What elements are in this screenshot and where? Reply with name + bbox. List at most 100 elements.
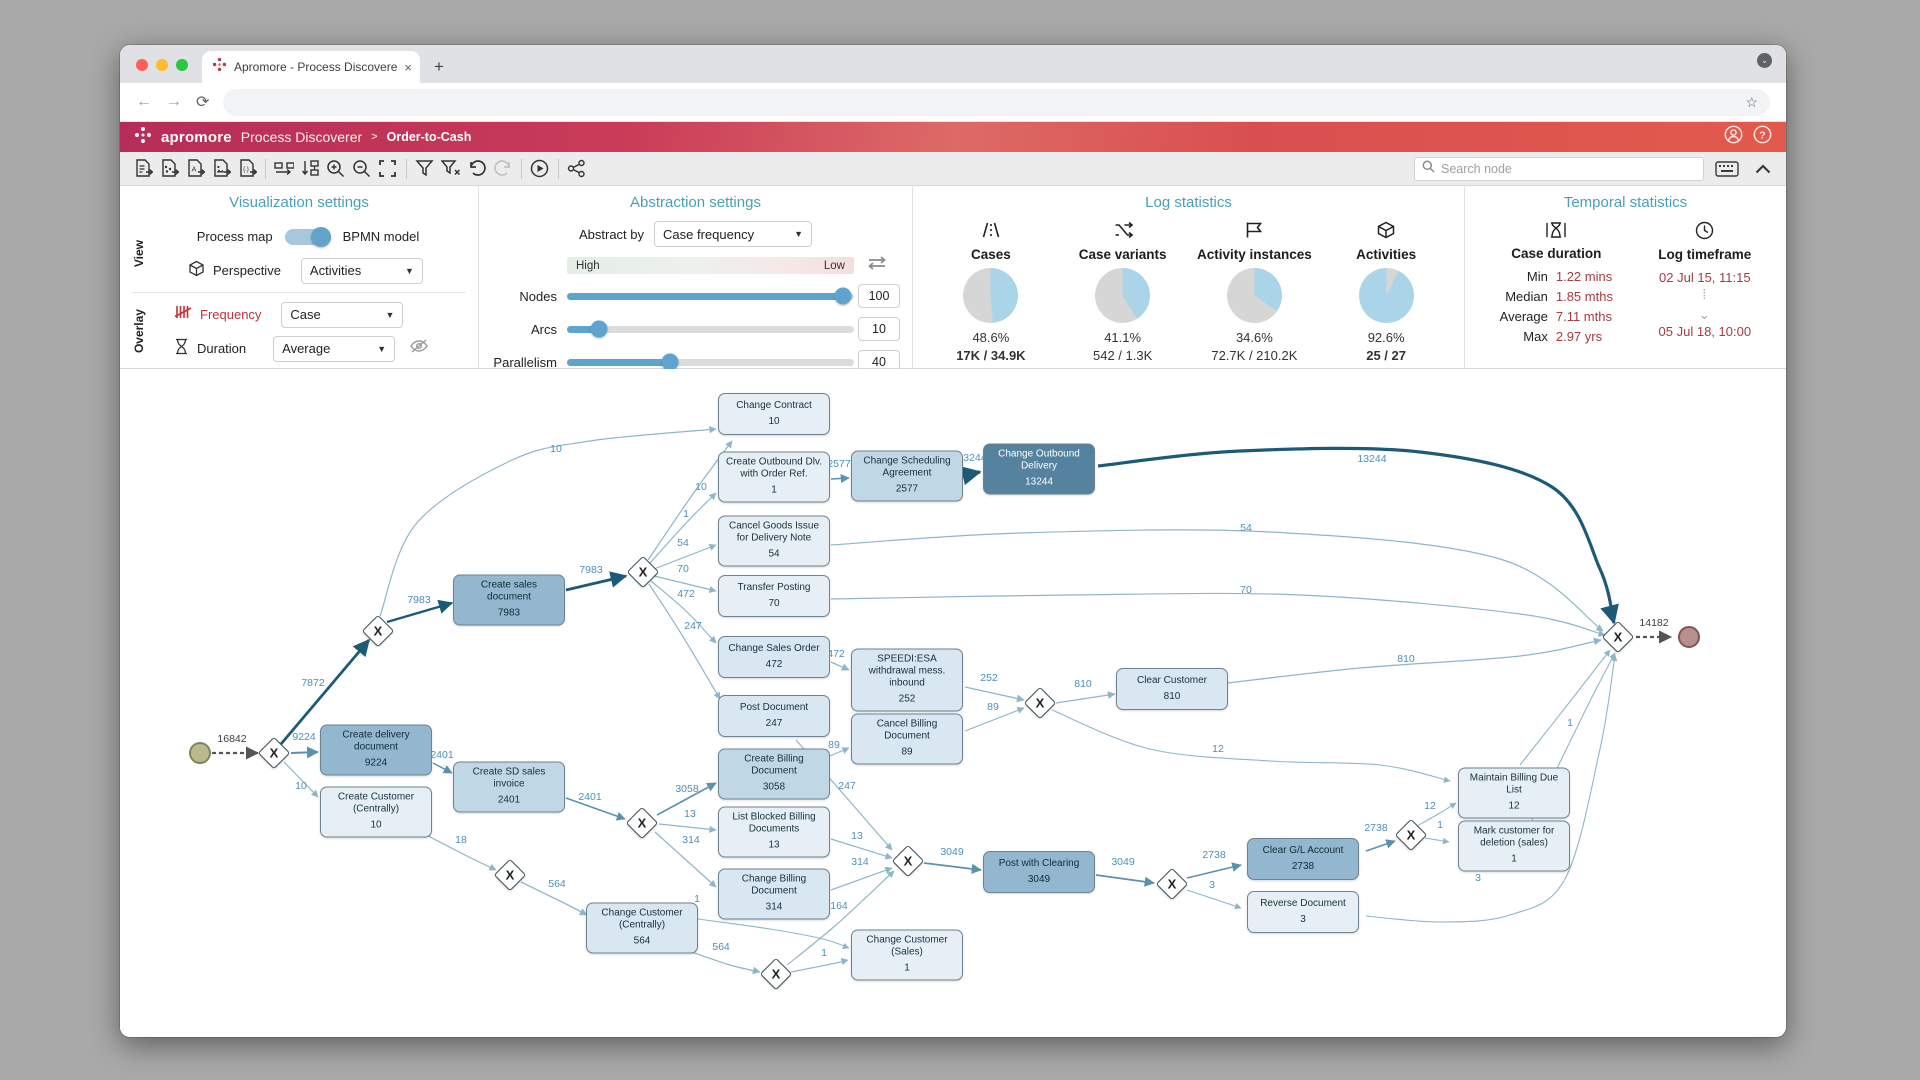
back-icon[interactable]: ← (136, 93, 152, 110)
process-edge[interactable] (654, 831, 717, 888)
process-edge[interactable] (790, 958, 849, 973)
user-account-icon[interactable] (1724, 125, 1743, 149)
process-edge[interactable] (1186, 862, 1242, 879)
export-json-icon[interactable]: {.} (234, 157, 260, 181)
process-edge[interactable] (1097, 446, 1619, 625)
layout-horizontal-icon[interactable] (271, 157, 297, 181)
process-edge[interactable] (1051, 709, 1451, 783)
process-edge[interactable] (279, 638, 371, 745)
zoom-out-icon[interactable] (349, 157, 375, 181)
process-edge[interactable] (1424, 837, 1450, 845)
minimize-window-button[interactable] (156, 59, 168, 71)
animate-icon[interactable] (527, 157, 553, 181)
process-edge[interactable] (650, 580, 717, 644)
invert-slider-icon[interactable] (866, 256, 888, 275)
process-edge[interactable] (520, 881, 588, 916)
undo-icon[interactable] (464, 157, 490, 181)
process-edge[interactable] (964, 686, 1025, 703)
zoom-in-icon[interactable] (323, 157, 349, 181)
slider-value-nodes[interactable]: 100 (858, 284, 900, 308)
filter-icon[interactable] (412, 157, 438, 181)
end-event[interactable] (1678, 626, 1700, 648)
process-edge[interactable] (565, 797, 626, 821)
redo-icon[interactable] (490, 157, 516, 181)
process-edge[interactable] (565, 571, 628, 592)
reload-icon[interactable]: ⟳ (196, 94, 210, 111)
keyboard-shortcuts-icon[interactable] (1714, 157, 1740, 181)
process-edge[interactable] (386, 599, 454, 624)
map-bpmn-toggle[interactable] (284, 226, 331, 247)
help-icon[interactable]: ? (1753, 125, 1772, 149)
export-pdf-icon[interactable]: A (182, 157, 208, 181)
slider-parallelism[interactable] (567, 353, 854, 371)
tab-close-icon[interactable]: × (404, 59, 412, 75)
process-edge[interactable] (653, 544, 717, 570)
duration-select[interactable]: Average▼ (273, 335, 396, 362)
process-edge[interactable] (923, 862, 982, 874)
close-window-button[interactable] (136, 59, 148, 71)
search-node-box[interactable] (1414, 156, 1704, 181)
process-edge[interactable] (1227, 637, 1602, 684)
browser-tab[interactable]: Apromore - Process Discoverer × (202, 51, 420, 83)
process-edge[interactable] (830, 866, 893, 891)
hide-overlay-icon[interactable] (409, 338, 429, 359)
export-model-icon[interactable] (156, 157, 182, 181)
share-icon[interactable] (564, 157, 590, 181)
process-edge[interactable] (432, 762, 453, 774)
process-edge[interactable] (964, 707, 1025, 732)
process-edge[interactable] (1416, 802, 1457, 827)
frequency-select[interactable]: Case▼ (281, 301, 404, 328)
process-edge[interactable] (290, 746, 319, 759)
bookmark-star-icon[interactable]: ☆ (1745, 93, 1758, 110)
process-edge[interactable] (960, 466, 982, 486)
new-tab-button[interactable]: + (434, 57, 444, 76)
process-edge[interactable] (1095, 874, 1155, 887)
process-edge[interactable] (656, 782, 717, 816)
process-edge[interactable] (379, 426, 717, 617)
perspective-select[interactable]: Activities▼ (300, 257, 423, 284)
process-edge[interactable] (653, 575, 717, 593)
process-edge[interactable] (283, 761, 319, 798)
process-edge[interactable] (1186, 889, 1242, 910)
process-node[interactable]: Create Customer (Centrally)10 (320, 786, 432, 838)
slider-arcs[interactable] (567, 320, 854, 338)
abstract-by-select[interactable]: Case frequency▼ (654, 221, 813, 247)
url-field[interactable]: ☆ (223, 88, 1770, 116)
forward-icon[interactable]: → (166, 93, 182, 110)
clear-filter-icon[interactable] (438, 157, 464, 181)
slider-nodes[interactable] (567, 287, 854, 305)
browser-profile-icon[interactable]: ⌄ (1757, 53, 1772, 68)
process-node[interactable]: Change Customer (Sales)1 (851, 929, 963, 981)
maximize-window-button[interactable] (176, 59, 188, 71)
process-edge[interactable] (830, 529, 1604, 632)
process-node[interactable]: Mark customer for deletion (sales)1 (1458, 820, 1570, 872)
process-edge[interactable] (697, 918, 850, 950)
fit-screen-icon[interactable] (375, 157, 401, 181)
process-edge[interactable] (830, 661, 850, 671)
process-edge[interactable] (648, 583, 721, 700)
process-edge[interactable] (649, 492, 717, 564)
search-node-input[interactable] (1441, 161, 1696, 176)
process-edge[interactable] (786, 870, 895, 966)
process-edge[interactable] (1055, 691, 1116, 704)
